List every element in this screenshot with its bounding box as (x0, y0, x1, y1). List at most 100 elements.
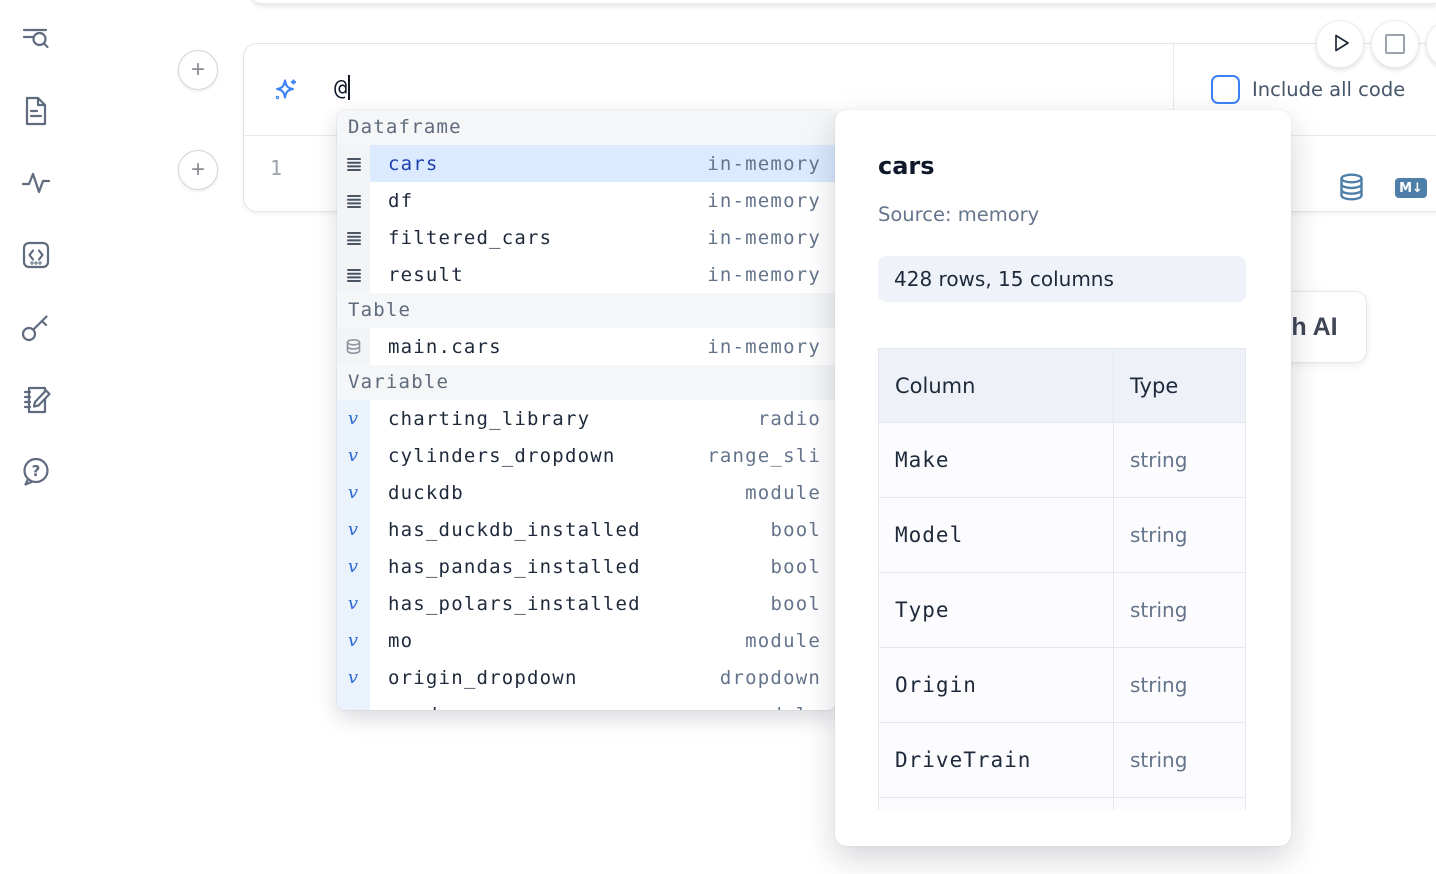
autocomplete-item-main-cars[interactable]: main.cars in-memory (337, 328, 836, 365)
item-name: has_polars_installed (388, 592, 641, 615)
column-name: Model (878, 497, 1114, 573)
item-name: has_duckdb_installed (388, 518, 641, 541)
autocomplete-item-pandas-clipped[interactable]: v pandasmodule (337, 696, 836, 710)
table-row: Type string (878, 572, 1246, 648)
item-type: in-memory (707, 335, 821, 358)
column-type: string (1113, 422, 1246, 498)
document-icon (19, 94, 53, 131)
add-cell-below-button[interactable]: + (178, 150, 218, 190)
stop-cell-button[interactable] (1371, 20, 1419, 68)
autocomplete-item-duckdb[interactable]: v duckdb module (337, 474, 836, 511)
item-type: bool (770, 555, 821, 578)
item-type: bool (770, 592, 821, 615)
section-header-dataframe: Dataframe (337, 110, 836, 145)
item-type: in-memory (707, 226, 821, 249)
item-name: filtered_cars (388, 226, 553, 249)
preview-source: Source: memory (878, 203, 1040, 226)
section-header-table: Table (337, 293, 836, 328)
ai-prompt-input[interactable]: @ (334, 75, 351, 101)
table-row-clipped (878, 797, 1246, 810)
table-row: DriveTrain string (878, 722, 1246, 798)
sidebar-item-files[interactable] (18, 94, 54, 130)
scratchpad-icon (19, 382, 53, 419)
autocomplete-item-has-duckdb-installed[interactable]: v has_duckdb_installed bool (337, 511, 836, 548)
autocomplete-item-has-polars-installed[interactable]: v has_polars_installed bool (337, 585, 836, 622)
dataframe-icon (337, 256, 370, 293)
sidebar-item-help[interactable]: ? (18, 454, 54, 490)
activity-icon (19, 166, 53, 203)
item-type: in-memory (707, 189, 821, 212)
markdown-convert-icon[interactable]: M↓ (1395, 178, 1427, 198)
stop-icon (1385, 34, 1405, 54)
line-number: 1 (270, 156, 283, 180)
autocomplete-item-filtered-cars[interactable]: filtered_cars in-memory (337, 219, 836, 256)
sidebar: ? (18, 22, 58, 526)
table-row: Make string (878, 422, 1246, 498)
play-icon (1325, 28, 1355, 61)
include-all-code-option: Include all code (1173, 44, 1436, 135)
item-type: dropdown (719, 666, 821, 689)
item-name: duckdb (388, 481, 464, 504)
run-cell-button[interactable] (1316, 20, 1364, 68)
variable-icon: v (337, 437, 370, 474)
sidebar-item-secrets[interactable] (18, 310, 54, 346)
sidebar-item-tracing[interactable] (18, 166, 54, 202)
item-name: cars (388, 152, 439, 175)
column-name: Type (878, 572, 1114, 648)
variable-icon: v (337, 400, 370, 437)
database-sources-icon[interactable] (1338, 173, 1365, 205)
sidebar-item-toc-search[interactable] (18, 22, 54, 58)
dataframe-icon (337, 182, 370, 219)
section-header-variable: Variable (337, 365, 836, 400)
sidebar-item-snippets[interactable] (18, 238, 54, 274)
text-cursor (348, 75, 351, 100)
help-chat-icon: ? (19, 454, 53, 491)
code-snippets-icon (19, 238, 53, 275)
toc-search-icon (19, 22, 53, 59)
item-type: module (745, 481, 821, 504)
table-row: Model string (878, 497, 1246, 573)
autocomplete-item-df[interactable]: df in-memory (337, 182, 836, 219)
sidebar-item-scratchpad[interactable] (18, 382, 54, 418)
table-database-icon (337, 328, 370, 365)
column-type: string (1113, 647, 1246, 723)
item-name: main.cars (388, 335, 502, 358)
dataframe-icon (337, 219, 370, 256)
variable-icon: v (337, 659, 370, 696)
column-name: Make (878, 422, 1114, 498)
item-name: result (388, 263, 464, 286)
column-name: DriveTrain (878, 722, 1114, 798)
code-editor-area[interactable]: 1 M↓ (244, 136, 1436, 211)
previous-cell-edge (250, 0, 1436, 4)
item-type: module (745, 704, 836, 711)
include-all-code-checkbox[interactable] (1211, 75, 1240, 104)
schema-table: Column Type Make string Model string Typ… (878, 348, 1246, 810)
variable-icon: v (337, 585, 370, 622)
ai-button-label: h AI (1291, 312, 1338, 341)
include-all-code-label: Include all code (1252, 78, 1406, 101)
column-type: string (1113, 572, 1246, 648)
item-name: df (388, 189, 414, 212)
item-type: bool (770, 518, 821, 541)
shape-badge: 428 rows, 15 columns (878, 256, 1246, 302)
add-cell-above-button[interactable]: + (178, 50, 218, 90)
item-name: mo (388, 629, 414, 652)
item-type: module (745, 629, 821, 652)
ai-prompt-row[interactable]: @ Include all code (244, 44, 1436, 136)
dataframe-icon (337, 145, 370, 182)
key-icon (19, 310, 53, 347)
column-type: string (1113, 497, 1246, 573)
variable-icon: v (337, 511, 370, 548)
preview-title: cars (878, 152, 935, 180)
variable-icon: v (337, 474, 370, 511)
column-type: string (1113, 722, 1246, 798)
item-type: radio (757, 407, 821, 430)
